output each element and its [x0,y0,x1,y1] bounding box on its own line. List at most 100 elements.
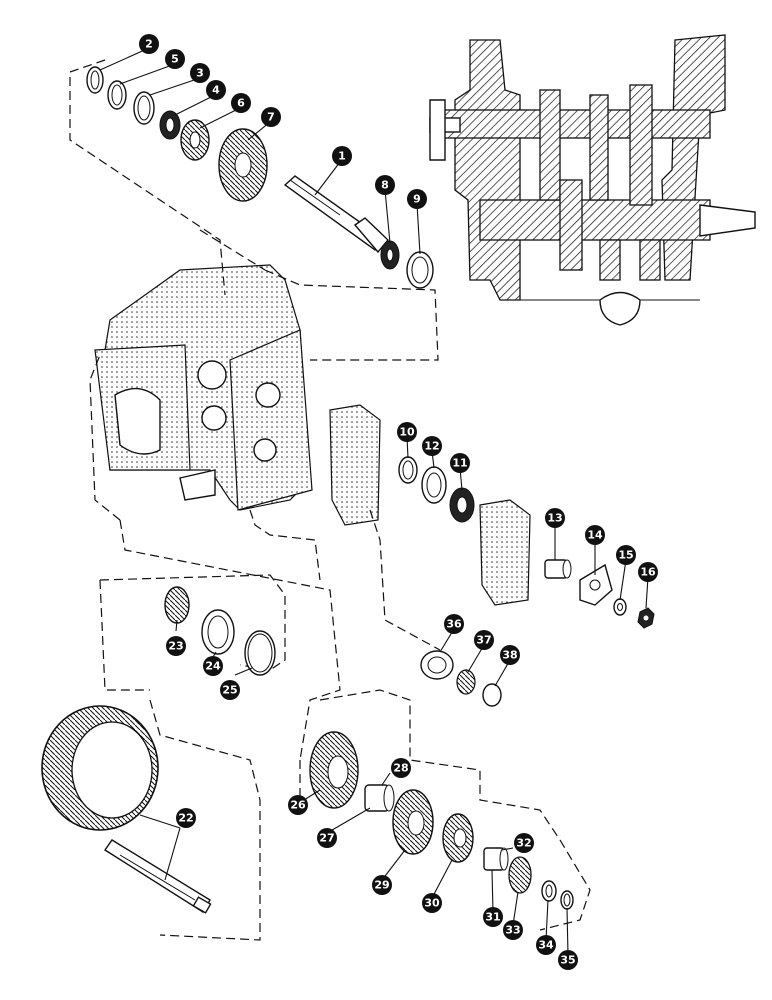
callout: 12 [422,436,442,456]
callout: 5 [165,49,185,69]
part-lever [579,563,613,606]
callout-label: 26 [290,799,306,812]
transmission-section-view [429,34,756,326]
part-gear [508,856,532,894]
callout: 35 [558,950,578,970]
part-sleeve [483,847,509,871]
part-ring-gear [41,705,159,831]
callout: 38 [500,645,520,665]
callout: 4 [206,80,226,100]
part-pinion-shaft [104,839,212,914]
part-race [406,251,434,289]
callout: 25 [220,680,240,700]
assembly-group-lines [69,59,591,941]
callout-label: 15 [618,549,633,562]
callout-label: 22 [178,812,193,825]
part-gear [442,813,474,863]
callout-label: 29 [374,879,389,892]
callout: 34 [536,935,556,955]
callout-label: 31 [485,911,500,924]
callout: 23 [166,636,186,656]
gasket-plate [479,499,531,606]
callout-label: 36 [446,618,462,631]
callout: 30 [422,893,442,913]
callout: 24 [203,656,223,676]
part-small-gear [180,119,210,161]
part-large-gear [218,128,268,202]
callout-label: 7 [267,111,275,124]
callout-label: 30 [424,897,440,910]
callout: 37 [474,630,494,650]
callout-label: 2 [145,38,153,51]
callout: 13 [545,508,565,528]
part-sleeve [544,559,572,579]
callout: 1 [332,146,352,166]
callout: 36 [444,614,464,634]
part-bearing [456,669,476,695]
callout-label: 9 [413,193,421,206]
transmission-housing [94,264,313,511]
part-snap-ring [398,456,418,484]
part-gear [392,789,434,855]
callout-label: 33 [505,924,520,937]
callout-label: 28 [393,762,408,775]
callout-label: 6 [237,97,245,110]
callout-label: 12 [424,440,439,453]
callout-label: 24 [205,660,221,673]
callout-label: 35 [560,954,575,967]
callout: 2 [139,34,159,54]
part-ring [107,80,127,110]
callout-label: 14 [587,529,603,542]
part-bearing-cup [201,609,235,655]
part-gear [309,731,359,809]
part-collar [482,683,502,707]
part-roller-bearing [159,110,181,140]
part-shim [244,630,276,676]
part-shaft [283,175,389,254]
part-bearing [449,487,475,523]
callout: 22 [176,808,196,828]
callout: 26 [288,795,308,815]
callout: 32 [514,833,534,853]
callout: 16 [638,562,658,582]
callout: 3 [190,63,210,83]
part-bearing-cone [164,586,190,624]
callout: 10 [397,422,417,442]
callout: 15 [616,545,636,565]
callout-label: 10 [399,426,415,439]
gasket-plate [329,404,381,526]
callout-label: 16 [640,566,656,579]
part-washer [541,880,557,902]
part-sleeve [364,784,395,812]
callout: 11 [450,453,470,473]
callout-label: 32 [516,837,531,850]
callout-label: 13 [547,512,562,525]
callout-label: 38 [502,649,517,662]
callout: 9 [407,189,427,209]
part-nut [637,607,655,629]
callout-label: 4 [212,84,220,97]
callout: 27 [317,828,337,848]
part-snap-ring [86,66,104,94]
callout-label: 23 [168,640,183,653]
callout-label: 3 [196,67,204,80]
callout-label: 34 [538,939,554,952]
callout: 31 [483,907,503,927]
callout-label: 11 [452,457,467,470]
callout: 28 [391,758,411,778]
callout: 7 [261,107,281,127]
part-washer [613,598,627,616]
callout-label: 8 [381,179,389,192]
callout-label: 25 [222,684,237,697]
part-race [420,650,454,680]
part-bearing-race [133,91,155,125]
callout: 8 [375,175,395,195]
part-snap-ring [560,890,574,910]
callout-label: 27 [319,832,334,845]
part-race [421,466,447,504]
callout-label: 5 [171,53,179,66]
callout: 6 [231,93,251,113]
callout-label: 37 [476,634,491,647]
part-bearing [380,240,400,270]
